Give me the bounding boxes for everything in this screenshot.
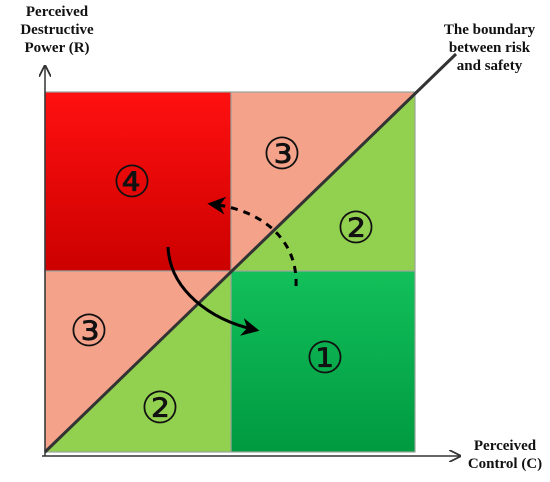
- region-number-top-right-lower: ②: [336, 203, 375, 254]
- dashed-arrow: [207, 196, 298, 287]
- region-top-left-square: [45, 92, 231, 271]
- region-number-top-right-upper: ③: [262, 129, 301, 180]
- region-number-bottom-right: ①: [305, 333, 344, 384]
- region-number-top-left: ④: [112, 157, 151, 208]
- x-axis-label: Perceived Control (C): [467, 438, 543, 472]
- region-bottom-right-square: [231, 271, 415, 452]
- y-axis-label: Perceived Destructive Power (R): [20, 4, 94, 56]
- solid-arrow: [166, 246, 260, 336]
- boundary-line: [43, 52, 458, 454]
- boundary-label: The boundary between risk and safety: [443, 22, 536, 74]
- region-number-bottom-left-upper: ③: [69, 306, 108, 357]
- region-number-bottom-left-lower: ②: [140, 383, 179, 434]
